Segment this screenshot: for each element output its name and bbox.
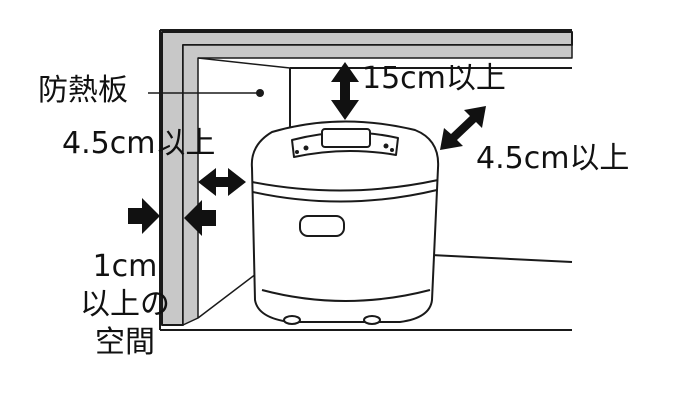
right-clearance-arrow [440, 106, 486, 150]
arrows [128, 62, 486, 236]
heat-shield-label: 防熱板 [38, 73, 128, 108]
left-clearance-arrow [198, 168, 246, 196]
right-clearance-label: 4.5cm以上 [476, 141, 630, 176]
gap-label-line3: 空間 [95, 325, 155, 360]
top-clearance-arrow [331, 62, 359, 120]
left-clearance-label: 4.5cm以上 [62, 126, 216, 161]
gap-arrow-right [184, 200, 216, 236]
gap-label-line2: 以上の [80, 287, 170, 322]
heat-shield-leader [148, 89, 264, 97]
top-clearance-label: 15cm以上 [362, 61, 506, 96]
rice-cooker [250, 120, 440, 325]
gap-label-line1: 1cm [92, 249, 158, 284]
gap-arrow-left [128, 198, 160, 234]
